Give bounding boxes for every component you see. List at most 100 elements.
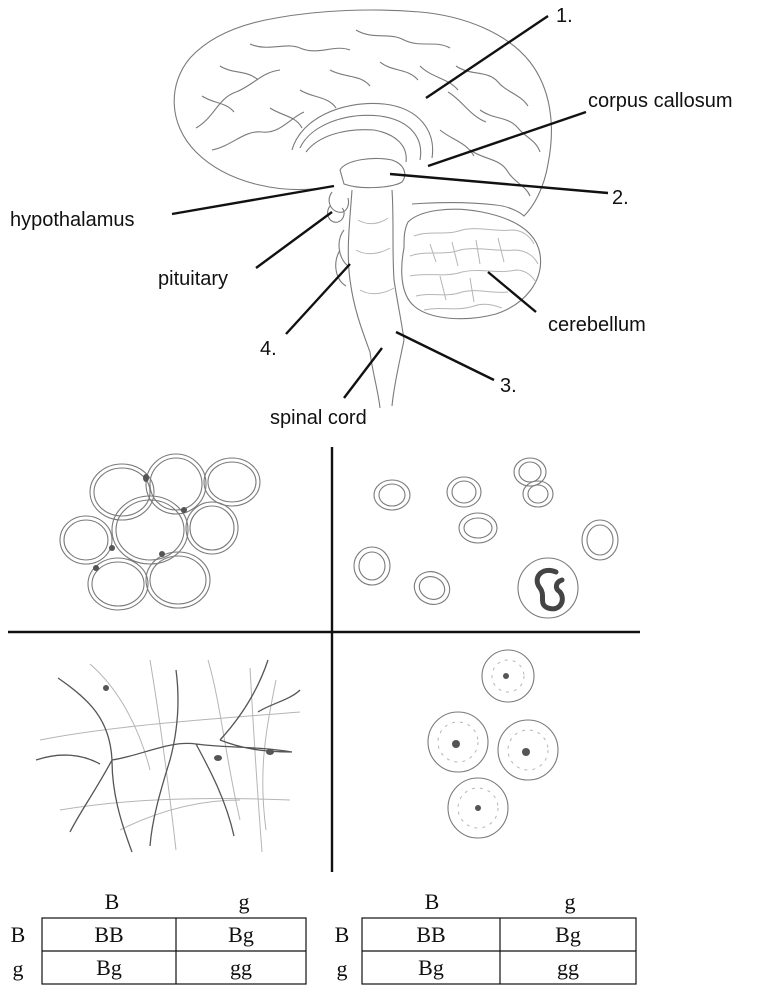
round-cell-ring [437,721,479,763]
leader-1 [425,15,549,99]
panel-bottom-left [35,659,301,853]
round-cell [481,649,535,703]
cell [203,457,261,507]
nucleus [143,474,149,482]
midbrain-shape [335,229,349,287]
row-header: g [337,956,348,981]
nucleus [181,507,187,513]
leader-spinal-cord [343,347,383,399]
cell-inner [63,519,109,561]
thalamus-shape [339,157,406,189]
col-header: g [239,889,250,914]
red-blood-cell-inner [518,461,542,483]
cerebellum-folia [409,228,539,311]
nucleus [475,805,481,811]
nucleus [109,545,115,551]
corpus-callosum-shape [291,102,434,163]
cell-body [266,749,274,755]
cell [145,551,211,609]
punnett-cell: Bg [228,922,254,947]
brainstem-texture [355,217,395,295]
label-3: 3. [500,375,517,397]
red-blood-cell-inner [358,551,386,581]
leader-2 [389,172,609,195]
nucleus [503,673,509,679]
label-4: 4. [260,338,277,360]
label-1: 1. [556,5,573,27]
red-blood-cell-inner [586,524,614,556]
label-corpus-callosum: corpus callosum [588,90,733,112]
round-cell [427,711,489,773]
punnett-cell: gg [230,955,252,980]
punnett-cell: BB [94,922,123,947]
punnett-cell: Bg [96,955,122,980]
punnett-cell: BB [416,922,445,947]
red-blood-cell [581,519,619,561]
brainstem-shape [347,189,405,409]
red-blood-cell [458,512,498,544]
leader-cerebellum [487,271,537,313]
row-header: g [13,956,24,981]
cell-inner [91,561,145,607]
pituitary-shape [327,191,350,223]
red-blood-cell-inner [418,576,446,600]
label-hypothalamus: hypothalamus [10,209,135,231]
red-blood-cell-inner [463,517,493,539]
round-cell [447,777,509,839]
cerebrum-gyri [195,29,541,197]
cell [185,501,239,555]
red-blood-cell [522,480,554,508]
cell [59,515,113,565]
red-blood-cell-inner [378,483,406,507]
punnett-cell: Bg [418,955,444,980]
punnett-square-1: B g B g BB Bg Bg gg [11,889,307,985]
round-cell [497,719,559,781]
punnett-cell: Bg [555,922,581,947]
round-cell-ring [507,729,549,771]
white-blood-cell-nucleus [534,568,565,612]
cell-body [214,755,222,761]
red-blood-cell [513,457,547,487]
col-header: g [565,889,576,914]
nucleus [93,565,99,571]
panel-top-right [353,457,619,619]
cell-inner [189,505,235,551]
brain-diagram: 1. corpus callosum 2. hypothalamus pitui… [10,5,733,429]
cell-inner [115,499,185,561]
cerebrum-outline [173,9,552,217]
leader-3 [395,330,495,382]
cell [87,557,149,611]
row-header: B [335,922,350,947]
white-blood-cell [517,557,579,619]
fibre-network [35,659,301,853]
cell-panels [8,447,640,872]
col-header: B [105,889,120,914]
label-spinal-cord: spinal cord [270,407,367,429]
red-blood-cell-inner [527,484,549,504]
cell-inner [149,457,203,511]
cell-inner [207,461,257,503]
nucleus [452,740,460,748]
leader-4 [285,263,351,335]
panel-bottom-right [427,649,559,839]
red-blood-cell [413,571,451,605]
cell-inner [93,467,151,517]
cell-body [103,685,109,691]
cell [111,495,189,565]
red-blood-cell [446,476,482,508]
fibre-network-faint [39,659,301,853]
col-header: B [425,889,440,914]
punnett-square-2: B g B g BB Bg Bg gg [335,889,637,985]
round-cell-ring [457,787,499,829]
leader-pituitary [255,211,333,269]
cell [145,453,207,515]
panel-top-left [59,453,261,611]
cell [89,463,155,521]
red-blood-cell-inner [451,480,477,504]
leader-hypothalamus [171,184,335,216]
label-pituitary: pituitary [158,268,228,290]
punnett-cell: gg [557,955,579,980]
red-blood-cell [353,546,391,586]
